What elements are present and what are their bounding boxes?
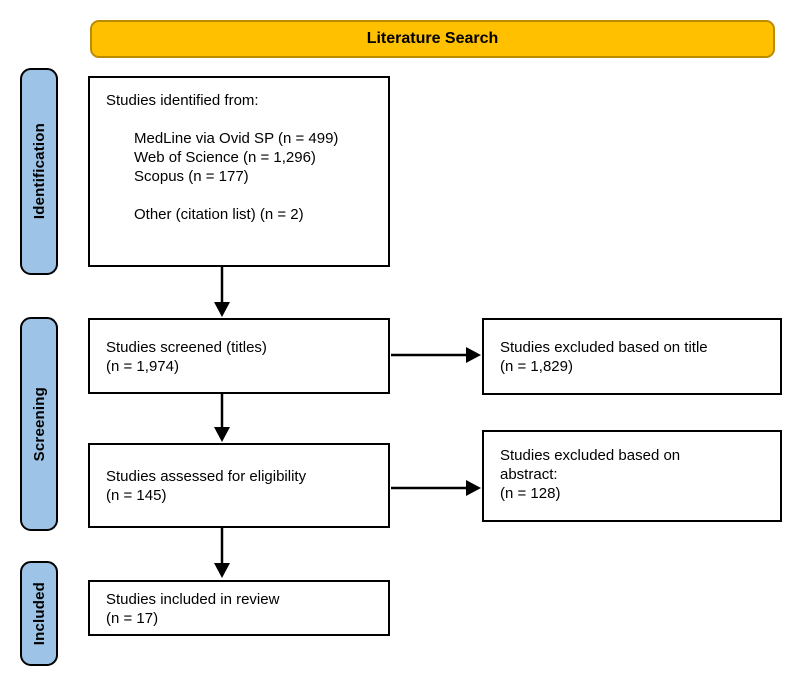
stage-label-identification: Identification (20, 68, 58, 275)
identified-sources: MedLine via Ovid SP (n = 499) Web of Sci… (134, 129, 346, 186)
box-studies-screened: Studies screened (titles) (n = 1,974) (88, 318, 390, 394)
box-excluded-by-title: Studies excluded based on title (n = 1,8… (482, 318, 782, 395)
arrow-identified-to-screened (214, 267, 230, 317)
source-other: Other (citation list) (n = 2) (134, 206, 304, 224)
stage-identification-text: Identification (30, 123, 48, 220)
box-studies-included: Studies included in review (n = 17) (88, 580, 390, 636)
excluded-abstract-text: Studies excluded based on abstract: (500, 447, 681, 484)
title-banner: Literature Search (90, 20, 775, 58)
stage-screening-text: Screening (30, 386, 48, 462)
screened-count: (n = 1,974) (106, 358, 179, 376)
arrow-assessed-to-excluded-abstract (391, 480, 481, 496)
excluded-title-count: (n = 1,829) (500, 358, 573, 376)
title-label: Literature Search (366, 30, 499, 47)
excluded-abstract-count: (n = 128) (500, 485, 561, 503)
box-studies-assessed: Studies assessed for eligibility (n = 14… (88, 443, 390, 528)
arrow-screened-to-excluded-title (391, 347, 481, 363)
screened-text: Studies screened (titles) (106, 339, 267, 356)
assessed-count: (n = 145) (106, 487, 167, 505)
source-scopus: Scopus (n = 177) (134, 168, 249, 186)
included-text: Studies included in review (106, 591, 280, 608)
stage-label-included: Included (20, 561, 58, 666)
included-count: (n = 17) (106, 610, 159, 628)
excluded-title-text: Studies excluded based on title (500, 339, 708, 356)
box-studies-identified: Studies identified from: MedLine via Ovi… (88, 76, 390, 267)
box-excluded-by-abstract: Studies excluded based on abstract: (n =… (482, 430, 782, 522)
assessed-text: Studies assessed for eligibility (106, 468, 307, 485)
stage-label-screening: Screening (20, 317, 58, 531)
identified-heading: Studies identified from: (106, 92, 259, 109)
stage-included-text: Included (30, 581, 48, 646)
source-medline: MedLine via Ovid SP (n = 499) (134, 130, 339, 148)
arrow-screened-to-assessed (214, 394, 230, 442)
source-web-of-science: Web of Science (n = 1,296) (134, 149, 316, 167)
arrow-assessed-to-included (214, 528, 230, 578)
